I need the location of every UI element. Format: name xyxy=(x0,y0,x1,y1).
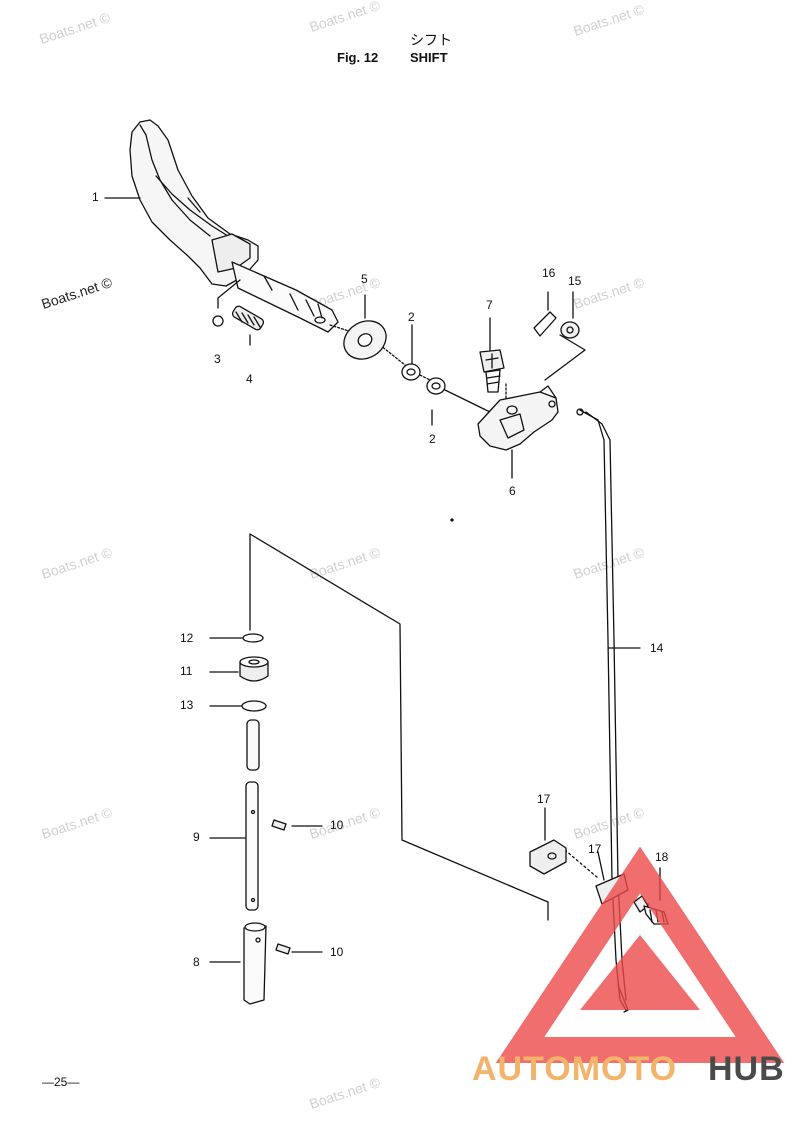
callout-8: 8 xyxy=(193,955,200,969)
callout-2: 2 xyxy=(429,432,436,446)
large-washer xyxy=(343,320,387,360)
small-washer xyxy=(401,363,421,381)
pin xyxy=(271,819,287,831)
callout-15: 15 xyxy=(568,274,582,288)
callout-17: 17 xyxy=(588,842,602,856)
figure-number: Fig. 12 xyxy=(337,50,379,65)
callout-9: 9 xyxy=(193,830,200,844)
o-ring-large xyxy=(241,700,267,712)
shift-rod-lower xyxy=(243,922,267,1005)
rod-washer xyxy=(560,321,580,339)
brand-text-primary: AUTOMOTO xyxy=(472,1050,678,1088)
callout-10: 10 xyxy=(330,945,344,959)
small-washer xyxy=(426,377,446,395)
callout-4: 4 xyxy=(246,372,253,386)
callout-3: 3 xyxy=(214,352,221,366)
callout-10: 10 xyxy=(330,818,344,832)
shift-lever-handle xyxy=(129,119,339,333)
brand-logo xyxy=(495,846,785,1063)
callout-17: 17 xyxy=(537,792,551,806)
bolt xyxy=(479,349,505,393)
spring xyxy=(231,305,265,331)
o-ring-small xyxy=(242,633,264,643)
callout-5: 5 xyxy=(361,272,368,286)
callout-11: 11 xyxy=(180,664,193,678)
callout-18: 18 xyxy=(655,850,669,864)
callout-1: 1 xyxy=(92,190,99,204)
callout-7: 7 xyxy=(486,298,493,312)
callout-2: 2 xyxy=(408,310,415,324)
steel-ball xyxy=(212,315,224,327)
page-number: —25— xyxy=(42,1075,80,1089)
callout-14: 14 xyxy=(650,641,664,655)
brand-text-secondary: HUB xyxy=(708,1050,785,1088)
title-japanese: シフト xyxy=(410,33,452,49)
shift-shaft xyxy=(245,719,260,911)
callout-16: 16 xyxy=(542,266,556,280)
pin xyxy=(275,943,291,955)
callout-13: 13 xyxy=(180,698,194,712)
callout-12: 12 xyxy=(180,631,194,645)
grommet xyxy=(239,656,269,682)
title-english: SHIFT xyxy=(410,50,448,65)
callout-6: 6 xyxy=(509,484,516,498)
shift-arm xyxy=(477,385,559,451)
clip xyxy=(533,311,557,337)
